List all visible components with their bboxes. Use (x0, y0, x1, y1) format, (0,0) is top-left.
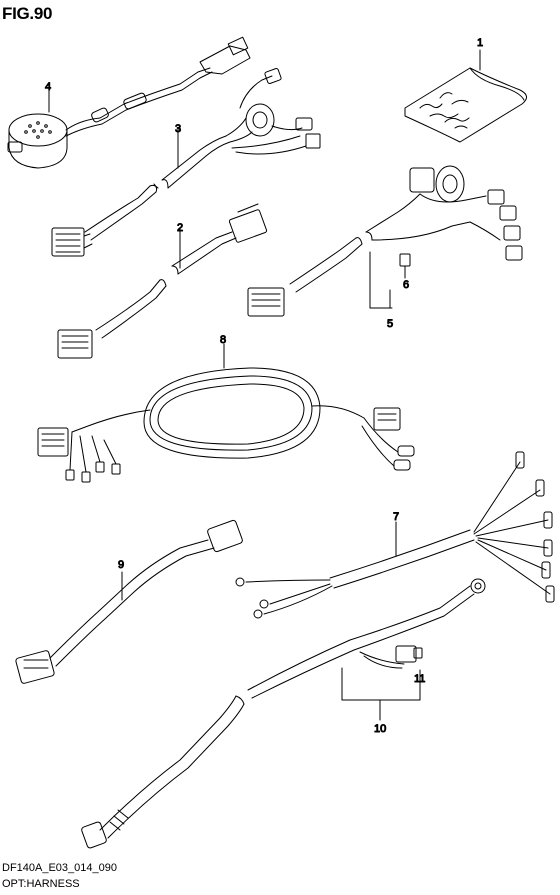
figure-title: FIG.90 (2, 4, 53, 23)
callout-8: 8 (220, 334, 226, 346)
callout-1: 1 (477, 37, 483, 49)
part-10-harness (81, 578, 486, 849)
part-6-fuse (399, 253, 411, 279)
callout-9: 9 (118, 559, 124, 571)
callout-11: 11 (414, 673, 425, 685)
figure-caption: OPT:HARNESS (2, 878, 80, 890)
callout-2: 2 (177, 222, 183, 234)
callout-10: 10 (374, 723, 386, 735)
part-8-harness (37, 343, 415, 483)
part-5-harness (247, 165, 523, 317)
callout-5: 5 (387, 318, 393, 330)
part-7-harness (235, 451, 555, 619)
callout-3: 3 (175, 123, 181, 135)
callout-7: 7 (393, 511, 399, 523)
part-2-harness (57, 203, 268, 359)
callout-4: 4 (45, 81, 51, 93)
part-9-harness (15, 519, 243, 684)
part-1-bag (404, 49, 527, 143)
part-3-harness (51, 68, 321, 257)
part-4-buzzer (7, 36, 251, 169)
figure-code: DF140A_E03_014_090 (2, 862, 117, 874)
callout-6: 6 (403, 279, 409, 291)
